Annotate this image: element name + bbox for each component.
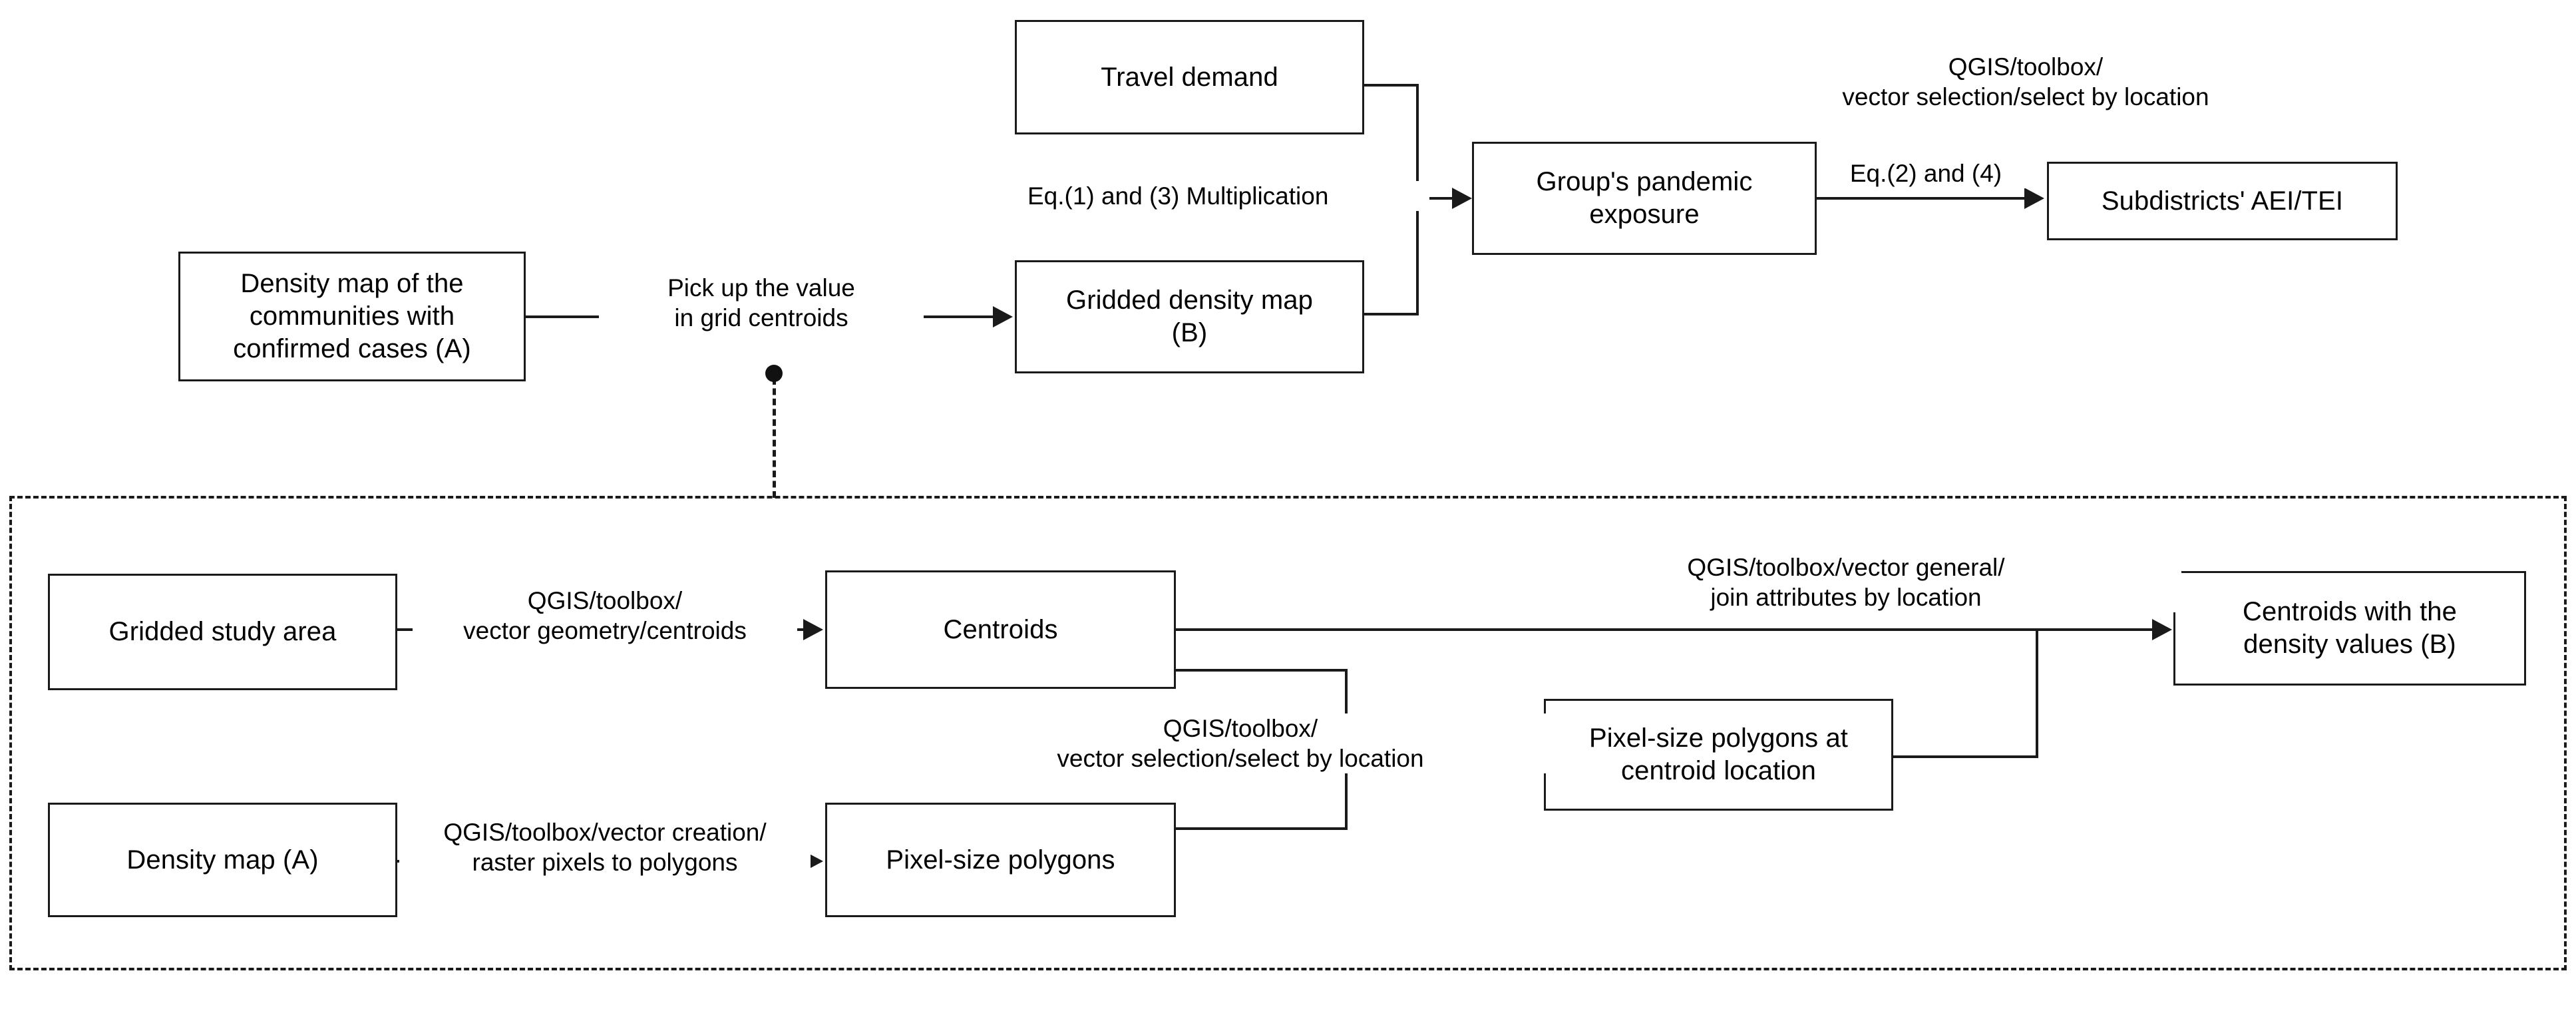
node-centroids-density-values[interactable]: Centroids with the density values (B) bbox=[2173, 571, 2526, 686]
node-travel-demand-label: Travel demand bbox=[1101, 62, 1278, 92]
edge-label-raster-pixels-to-polygons: QGIS/toolbox/vector creation/ raster pix… bbox=[399, 817, 811, 878]
edge-label-eq2-eq4: Eq.(2) and (4) bbox=[1823, 158, 2028, 189]
node-gridded-study-area-label: Gridded study area bbox=[108, 617, 337, 647]
node-pixel-size-polygons-label: Pixel-size polygons bbox=[886, 845, 1115, 875]
edge-line-centroids-lower-down bbox=[1345, 669, 1348, 755]
node-pixel-size-polygons[interactable]: Pixel-size polygons bbox=[825, 803, 1176, 917]
node-centroids-label: Centroids bbox=[943, 614, 1058, 644]
detail-subprocess-container bbox=[9, 496, 2567, 970]
detail-link-dot bbox=[765, 365, 783, 382]
node-gridded-study-area[interactable]: Gridded study area bbox=[48, 574, 397, 690]
node-travel-demand[interactable]: Travel demand bbox=[1015, 20, 1364, 134]
node-centroids-density-values-label: Centroids with the density values (B) bbox=[2243, 597, 2457, 659]
edge-arrow-eq1-eq3 bbox=[1452, 188, 1472, 209]
edge-label-select-by-location: QGIS/toolbox/ vector selection/select by… bbox=[1690, 52, 2361, 112]
edge-label-eq1-eq3: Eq.(1) and (3) Multiplication bbox=[1025, 181, 1429, 212]
edge-line-eq2-eq4 bbox=[1817, 197, 2030, 200]
node-pixel-polygons-at-centroid-label: Pixel-size polygons at centroid location bbox=[1588, 723, 1849, 785]
edge-line-centroids-lower-out bbox=[1176, 669, 1348, 672]
edge-label-pick-up-value: Pick up the value in grid centroids bbox=[599, 273, 924, 333]
edge-arrow-eq2-eq4 bbox=[2024, 188, 2044, 209]
edge-label-join-attributes: QGIS/toolbox/vector general/ join attrib… bbox=[1511, 552, 2181, 613]
edge-label-vector-geometry-centroids: QGIS/toolbox/ vector geometry/centroids bbox=[413, 586, 797, 646]
node-groups-pandemic-exposure-label: Group's pandemic exposure bbox=[1536, 167, 1753, 229]
node-density-map-communities[interactable]: Density map of the communities with conf… bbox=[178, 252, 526, 381]
edge-line-gridded-density-out bbox=[1362, 313, 1419, 315]
node-gridded-density-map[interactable]: Gridded density map (B) bbox=[1015, 260, 1364, 373]
node-gridded-density-map-label: Gridded density map (B) bbox=[1066, 286, 1313, 347]
detail-link-dotted-line bbox=[773, 378, 776, 498]
node-centroids[interactable]: Centroids bbox=[825, 570, 1176, 689]
node-subdistricts-aei-tei[interactable]: Subdistricts' AEI/TEI bbox=[2047, 162, 2398, 240]
edge-arrow-vector-geometry-centroids bbox=[803, 619, 823, 640]
edge-line-eq1-eq3 bbox=[1416, 197, 1456, 200]
node-density-map-a[interactable]: Density map (A) bbox=[48, 803, 397, 917]
edge-line-pixel-polygons-up bbox=[1345, 755, 1348, 830]
edge-line-centroid-polygons-up bbox=[2036, 628, 2038, 758]
node-subdistricts-aei-tei-label: Subdistricts' AEI/TEI bbox=[2101, 186, 2344, 216]
node-pixel-polygons-at-centroid[interactable]: Pixel-size polygons at centroid location bbox=[1544, 699, 1893, 811]
edge-line-travel-demand-down bbox=[1416, 84, 1419, 201]
edge-line-pixel-polygons-out bbox=[1176, 827, 1348, 830]
edge-arrow-join-attributes bbox=[2152, 619, 2172, 640]
edge-line-join-attributes bbox=[1176, 628, 2154, 631]
edge-label-select-by-location-2: QGIS/toolbox/ vector selection/select by… bbox=[905, 713, 1576, 774]
edge-arrow-pick-up-value bbox=[993, 306, 1013, 327]
node-density-map-a-label: Density map (A) bbox=[126, 845, 319, 875]
edge-line-centroid-polygons-out bbox=[1893, 755, 2038, 758]
node-groups-pandemic-exposure[interactable]: Group's pandemic exposure bbox=[1472, 142, 1817, 255]
edge-line-gridded-density-up bbox=[1416, 197, 1419, 315]
node-density-map-communities-label: Density map of the communities with conf… bbox=[233, 269, 471, 363]
edge-line-travel-demand-out bbox=[1362, 84, 1419, 87]
